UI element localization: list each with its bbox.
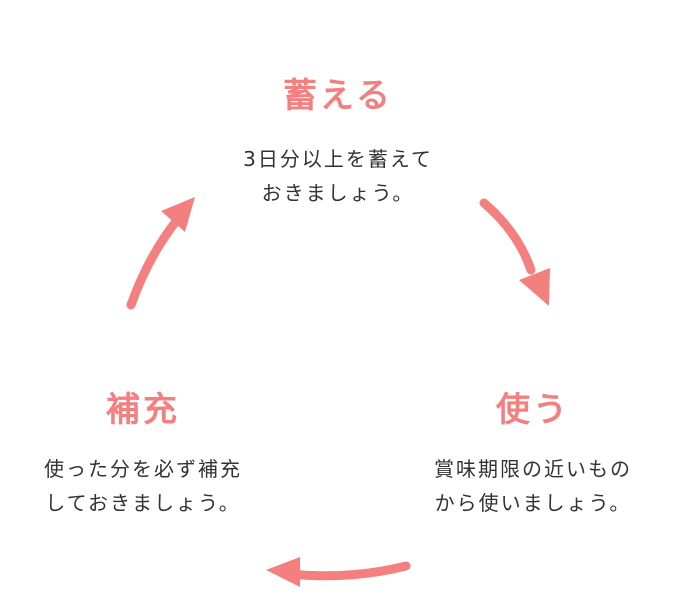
- node-desc-use: 賞味期限の近いもの から使いましょう。: [388, 452, 676, 520]
- node-desc-store: 3日分以上を蓄えて おきましょう。: [188, 142, 488, 210]
- node-desc-use-line2: から使いましょう。: [434, 491, 632, 515]
- node-title-refill: 補充: [106, 390, 180, 430]
- node-title-store: 蓄える: [283, 76, 393, 116]
- node-desc-store-line1: 3日分以上を蓄えて: [243, 147, 433, 171]
- arrow-use-to-refill: [266, 557, 411, 587]
- arrow-store-to-use: [479, 198, 550, 306]
- cycle-node-store: 蓄える 3日分以上を蓄えて おきましょう。: [188, 76, 488, 210]
- cycle-node-refill: 補充 使った分を必ず補充 しておきましょう。: [0, 390, 288, 520]
- node-title-use: 使う: [496, 390, 570, 430]
- node-desc-refill-line1: 使った分を必ず補充: [44, 457, 242, 481]
- cycle-node-use: 使う 賞味期限の近いもの から使いましょう。: [388, 390, 676, 520]
- arrow-refill-to-store: [126, 197, 195, 310]
- node-desc-use-line1: 賞味期限の近いもの: [434, 457, 632, 481]
- node-desc-refill: 使った分を必ず補充 しておきましょう。: [0, 452, 288, 520]
- node-desc-refill-line2: しておきましょう。: [45, 491, 241, 515]
- node-desc-store-line2: おきましょう。: [261, 181, 415, 205]
